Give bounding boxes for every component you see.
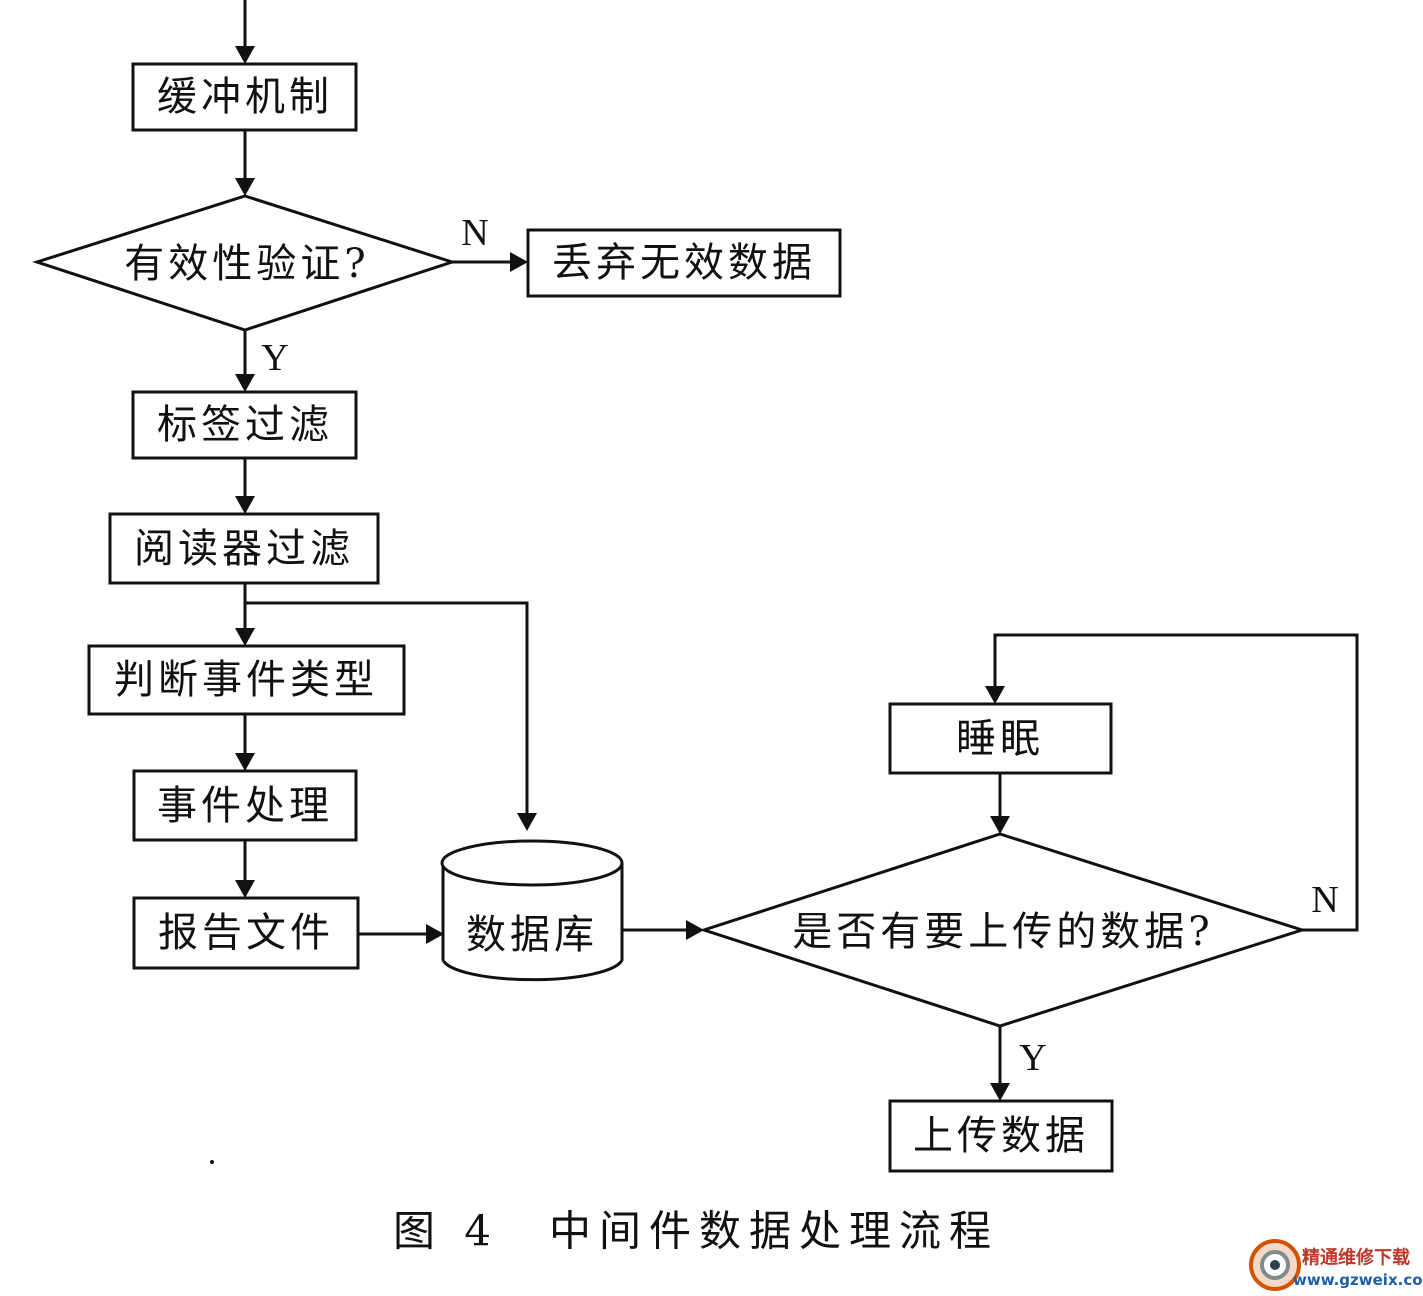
arrow-head	[235, 46, 255, 64]
node-discard: 丢弃无效数据	[526, 228, 842, 298]
node-buffer-label: 缓冲机制	[157, 74, 333, 120]
arrow-head	[510, 252, 528, 272]
watermark-text: 精通维修下载	[1302, 1247, 1410, 1269]
node-tag-filter-label: 标签过滤	[157, 402, 333, 448]
arrow-head	[990, 816, 1010, 834]
node-report-file-label: 报告文件	[158, 910, 334, 956]
arrow-head	[235, 753, 255, 771]
arrow-head	[985, 686, 1005, 704]
node-validity-check-label: 有效性验证?	[124, 241, 369, 287]
arrow-head	[235, 374, 255, 392]
branch-label-upload-yes: Y	[1019, 1037, 1046, 1079]
node-event-process-label: 事件处理	[157, 783, 333, 829]
branch-label-validity-no: N	[461, 212, 488, 254]
connectors	[235, 0, 1359, 1101]
node-upload: 上传数据	[888, 1099, 1114, 1173]
node-report-file: 报告文件	[132, 896, 360, 970]
node-validity-check: 有效性验证?	[32, 194, 457, 332]
watermark-logo: 精通维修下载 www.gzweix.com	[1249, 1239, 1423, 1291]
node-sleep-label: 睡眠	[956, 716, 1044, 762]
print-speck	[210, 1160, 214, 1164]
node-buffer: 缓冲机制	[131, 62, 358, 132]
arrow-head	[517, 813, 537, 831]
node-event-process: 事件处理	[132, 769, 358, 842]
node-database-label: 数据库	[466, 912, 598, 958]
node-database: 数据库	[440, 839, 624, 982]
node-event-type-label: 判断事件类型	[114, 657, 378, 703]
node-event-type: 判断事件类型	[87, 644, 406, 716]
node-discard-label: 丢弃无效数据	[552, 240, 816, 286]
arrow-head	[235, 496, 255, 514]
node-sleep: 睡眠	[888, 702, 1113, 775]
branch-label-upload-no: N	[1311, 879, 1338, 921]
node-upload-check-label: 是否有要上传的数据?	[792, 909, 1213, 955]
arrow-head	[235, 880, 255, 898]
arrow-head	[235, 178, 255, 196]
node-reader-filter-label: 阅读器过滤	[134, 526, 354, 572]
node-upload-label: 上传数据	[913, 1113, 1089, 1159]
node-reader-filter: 阅读器过滤	[108, 512, 380, 585]
branch-label-validity-yes: Y	[261, 337, 288, 379]
arrow-head	[235, 628, 255, 646]
arrow-head	[426, 924, 444, 944]
connector-reader-to-database	[245, 601, 529, 815]
arrow-head	[990, 1083, 1010, 1101]
node-tag-filter: 标签过滤	[131, 390, 358, 460]
arrow-head	[686, 920, 704, 940]
watermark-url: www.gzweix.com	[1293, 1271, 1423, 1289]
figure-caption: 图 4 中间件数据处理流程	[393, 1207, 999, 1256]
connector-upload-check-loop-to-sleep	[993, 633, 1359, 932]
node-upload-check: 是否有要上传的数据?	[699, 832, 1307, 1028]
